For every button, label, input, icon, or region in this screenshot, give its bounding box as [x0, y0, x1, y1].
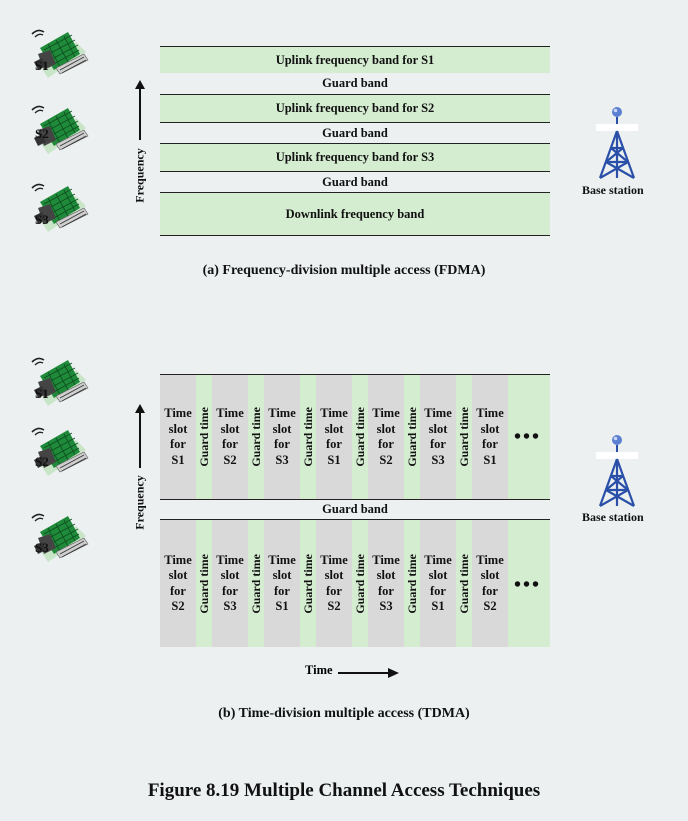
mobile-device-icon — [26, 22, 90, 84]
mobile-device-icon — [26, 506, 90, 568]
frequency-axis-label: Frequency — [133, 146, 148, 206]
fdma-caption: (a) Frequency-division multiple access (… — [0, 263, 688, 279]
guard-time: Guard time — [352, 520, 368, 647]
guard-time: Guard time — [456, 520, 472, 647]
continuation-ellipsis: ••• — [514, 574, 541, 597]
guard-band: Guard band — [160, 123, 550, 143]
guard-time: Guard time — [300, 520, 316, 647]
band-divider — [160, 235, 550, 236]
uplink-band-s3: Uplink frequency band for S3 — [160, 144, 550, 171]
base-station-label: Base station — [582, 510, 644, 525]
guard-band: Guard band — [160, 500, 550, 519]
guard-time: Guard time — [248, 375, 264, 499]
guard-band: Guard band — [160, 172, 550, 192]
mobile-device-icon — [26, 176, 90, 238]
station-label-s1: S1 — [35, 58, 49, 74]
guard-time: Guard time — [456, 375, 472, 499]
mobile-device-icon — [26, 350, 90, 412]
guard-time: Guard time — [300, 375, 316, 499]
station-label-s2: S2 — [35, 126, 49, 142]
downlink-band: Downlink frequency band — [160, 193, 550, 235]
continuation-ellipsis: ••• — [514, 426, 541, 449]
time-axis-label: Time — [305, 663, 333, 678]
base-station-label: Base station — [582, 183, 644, 198]
uplink-band-s1: Uplink frequency band for S1 — [160, 47, 550, 73]
base-station-tower-icon — [592, 432, 642, 512]
base-station-tower-icon — [592, 104, 642, 184]
guard-time: Guard time — [196, 520, 212, 647]
tdma-caption: (b) Time-division multiple access (TDMA) — [0, 706, 688, 722]
time-arrow-icon — [338, 667, 400, 679]
station-label-s3: S3 — [35, 212, 49, 228]
station-label-s3: S3 — [35, 540, 49, 556]
frequency-arrow — [139, 412, 141, 468]
mobile-device-icon — [26, 420, 90, 482]
guard-time: Guard time — [404, 520, 420, 647]
station-label-s1: S1 — [35, 386, 49, 402]
guard-time: Guard time — [196, 375, 212, 499]
frequency-arrow — [139, 88, 141, 140]
guard-time: Guard time — [404, 375, 420, 499]
station-label-s2: S2 — [35, 454, 49, 470]
guard-time: Guard time — [248, 520, 264, 647]
guard-time: Guard time — [352, 375, 368, 499]
guard-band: Guard band — [160, 73, 550, 94]
figure-title: Figure 8.19 Multiple Channel Access Tech… — [0, 780, 688, 802]
frequency-axis-label: Frequency — [133, 473, 148, 533]
uplink-band-s2: Uplink frequency band for S2 — [160, 95, 550, 122]
